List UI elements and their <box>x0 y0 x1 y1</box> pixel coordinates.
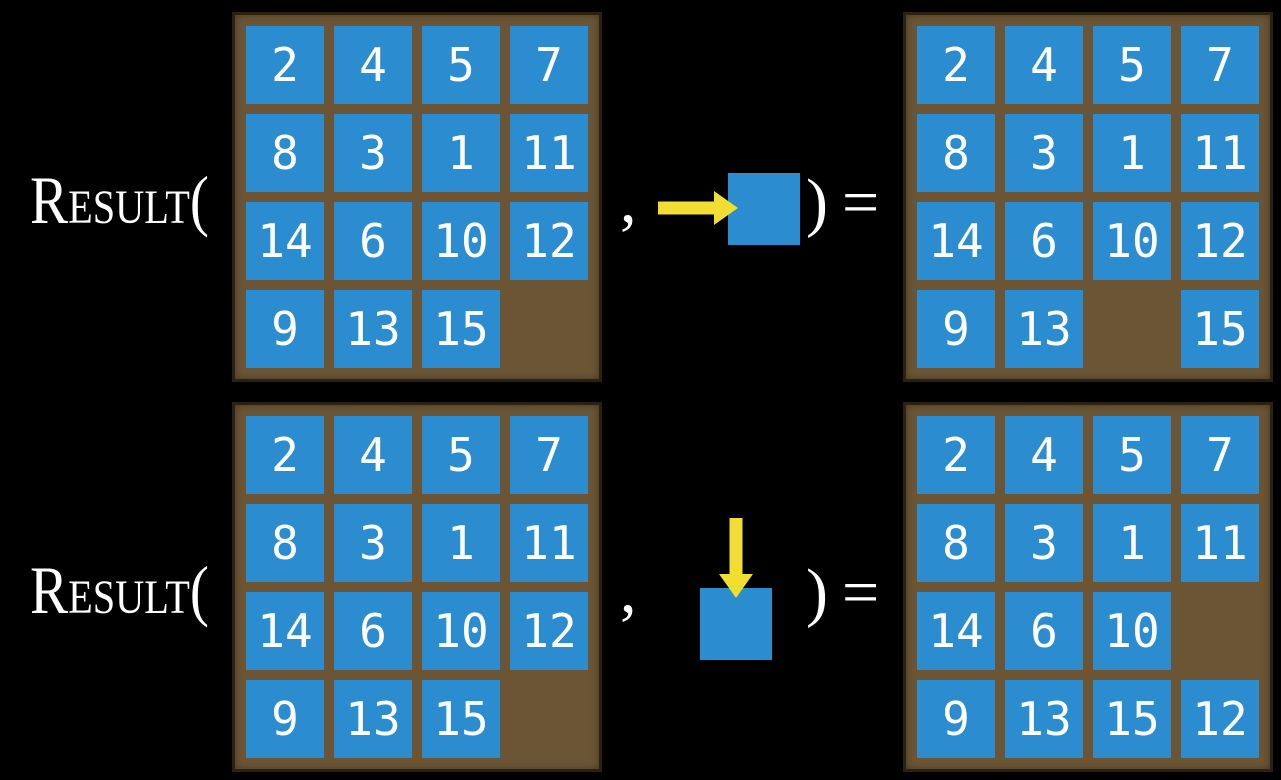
close-paren: ) <box>806 556 828 629</box>
puzzle-tile-8: 8 <box>917 504 995 582</box>
puzzle-tile-4: 4 <box>1005 416 1083 494</box>
puzzle-tile-11: 11 <box>510 504 588 582</box>
puzzle-tile-3: 3 <box>1005 114 1083 192</box>
arrow-right-icon <box>658 191 738 225</box>
puzzle-tile-13: 13 <box>1005 290 1083 368</box>
move-down-action <box>700 518 772 660</box>
puzzle-tile-14: 14 <box>917 592 995 670</box>
puzzle-tile-8: 8 <box>917 114 995 192</box>
equals-sign: = <box>841 166 880 239</box>
function-name: Result <box>30 552 190 628</box>
puzzle-tile-2: 2 <box>246 26 324 104</box>
arrow-down-icon <box>719 518 753 598</box>
equals-sign: = <box>841 556 880 629</box>
puzzle-tile-5: 5 <box>1093 416 1171 494</box>
open-paren: ( <box>189 162 209 238</box>
puzzle-tile-11: 11 <box>1181 504 1259 582</box>
puzzle-tile-14: 14 <box>917 202 995 280</box>
puzzle-tile-6: 6 <box>1005 592 1083 670</box>
puzzle-tile-2: 2 <box>917 416 995 494</box>
puzzle-tile-3: 3 <box>1005 504 1083 582</box>
puzzle-tile-14: 14 <box>246 592 324 670</box>
puzzle-tile-8: 8 <box>246 114 324 192</box>
puzzle-tile-5: 5 <box>422 26 500 104</box>
puzzle-tile-1: 1 <box>1093 114 1171 192</box>
open-paren: ( <box>189 552 209 628</box>
empty-cell <box>1093 290 1171 368</box>
puzzle-tile-9: 9 <box>917 290 995 368</box>
empty-cell <box>1181 592 1259 670</box>
puzzle-tile-12: 12 <box>1181 202 1259 280</box>
puzzle-tile-1: 1 <box>422 114 500 192</box>
puzzle-tile-4: 4 <box>1005 26 1083 104</box>
puzzle-tile-7: 7 <box>1181 26 1259 104</box>
puzzle-tile-3: 3 <box>334 504 412 582</box>
close-paren: ) <box>806 166 828 239</box>
function-name: Result <box>30 162 190 238</box>
puzzle-tile-10: 10 <box>422 202 500 280</box>
puzzle-tile-12: 12 <box>510 202 588 280</box>
puzzle-tile-9: 9 <box>246 680 324 758</box>
puzzle-tile-8: 8 <box>246 504 324 582</box>
puzzle-tile-15: 15 <box>422 680 500 758</box>
puzzle-tile-12: 12 <box>1181 680 1259 758</box>
puzzle-tile-15: 15 <box>1093 680 1171 758</box>
puzzle-tile-2: 2 <box>246 416 324 494</box>
puzzle-tile-7: 7 <box>1181 416 1259 494</box>
puzzle-tile-9: 9 <box>917 680 995 758</box>
close-paren-equals: )= <box>806 170 879 236</box>
puzzle-tile-13: 13 <box>1005 680 1083 758</box>
puzzle-tile-5: 5 <box>1093 26 1171 104</box>
move-right-action <box>658 171 800 247</box>
empty-cell <box>510 680 588 758</box>
close-paren-equals: )= <box>806 560 879 626</box>
comma-separator: , <box>620 554 637 627</box>
puzzle-tile-6: 6 <box>1005 202 1083 280</box>
puzzle-tile-7: 7 <box>510 416 588 494</box>
blank-tile <box>700 588 772 660</box>
puzzle-tile-15: 15 <box>422 290 500 368</box>
puzzle-tile-6: 6 <box>334 202 412 280</box>
puzzle-tile-10: 10 <box>1093 202 1171 280</box>
result-function-label: Result( <box>30 166 209 234</box>
puzzle-tile-9: 9 <box>246 290 324 368</box>
puzzle-tile-7: 7 <box>510 26 588 104</box>
puzzle-tile-10: 10 <box>422 592 500 670</box>
puzzle-tile-11: 11 <box>510 114 588 192</box>
result-function-label: Result( <box>30 556 209 624</box>
puzzle-tile-3: 3 <box>334 114 412 192</box>
puzzle-tile-11: 11 <box>1181 114 1259 192</box>
puzzle-tile-14: 14 <box>246 202 324 280</box>
puzzle-tile-13: 13 <box>334 290 412 368</box>
puzzle-tile-12: 12 <box>510 592 588 670</box>
comma-separator: , <box>620 164 637 237</box>
puzzle-tile-10: 10 <box>1093 592 1171 670</box>
puzzle-tile-1: 1 <box>422 504 500 582</box>
puzzle-tile-13: 13 <box>334 680 412 758</box>
empty-cell <box>510 290 588 368</box>
puzzle-tile-6: 6 <box>334 592 412 670</box>
puzzle-tile-1: 1 <box>1093 504 1171 582</box>
puzzle-tile-15: 15 <box>1181 290 1259 368</box>
puzzle-tile-5: 5 <box>422 416 500 494</box>
puzzle-tile-2: 2 <box>917 26 995 104</box>
puzzle-tile-4: 4 <box>334 416 412 494</box>
puzzle-tile-4: 4 <box>334 26 412 104</box>
blank-tile <box>728 173 800 245</box>
